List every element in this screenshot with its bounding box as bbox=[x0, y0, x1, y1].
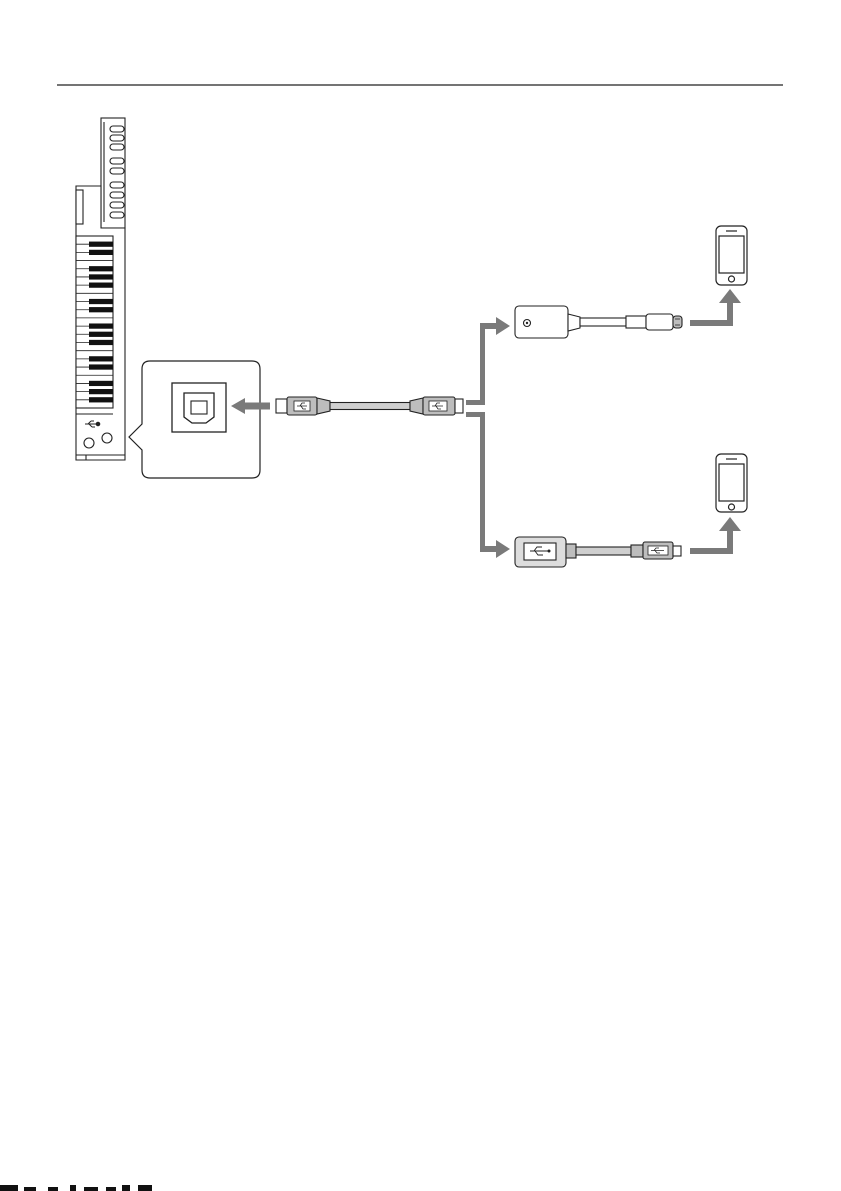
black-key bbox=[89, 323, 113, 328]
lightning-plug-body bbox=[646, 314, 673, 330]
arrow-up-icon bbox=[690, 289, 741, 326]
smartphone-top bbox=[716, 226, 747, 285]
black-key bbox=[89, 242, 113, 247]
black-key bbox=[89, 307, 113, 312]
usb-a-to-b-cable bbox=[276, 397, 463, 415]
usb-a-plug-tip bbox=[455, 399, 463, 413]
arrow-up-icon bbox=[690, 517, 741, 554]
usb-otg-adapter bbox=[515, 537, 681, 567]
branch-arrows bbox=[466, 317, 510, 558]
jack-left bbox=[84, 438, 94, 448]
keytar-keyboard bbox=[76, 118, 125, 460]
cable-main bbox=[330, 403, 410, 410]
lightning-plug-tip bbox=[673, 316, 682, 328]
usb-b-plug-tip bbox=[276, 399, 287, 413]
black-key bbox=[89, 266, 113, 271]
black-key bbox=[89, 364, 113, 369]
keytar-top-panel bbox=[76, 190, 83, 224]
jack-right bbox=[102, 433, 112, 443]
black-key bbox=[89, 274, 113, 279]
usb-micro-plug-tip bbox=[673, 546, 681, 556]
smartphone-bottom bbox=[716, 454, 747, 512]
black-key bbox=[89, 283, 113, 288]
black-key bbox=[89, 356, 113, 361]
black-key bbox=[89, 397, 113, 402]
lightning-usb-camera-adapter bbox=[515, 306, 682, 338]
black-key bbox=[89, 332, 113, 337]
arrow-right-icon bbox=[496, 317, 510, 335]
adapter-top-body bbox=[515, 306, 568, 338]
usb-port-callout bbox=[129, 361, 260, 478]
arrow-right-icon bbox=[496, 540, 510, 558]
black-key bbox=[89, 389, 113, 394]
black-key bbox=[89, 381, 113, 386]
black-key bbox=[89, 250, 113, 255]
black-key bbox=[89, 340, 113, 345]
footer-cutoff-text bbox=[0, 1180, 841, 1191]
black-key bbox=[89, 299, 113, 304]
